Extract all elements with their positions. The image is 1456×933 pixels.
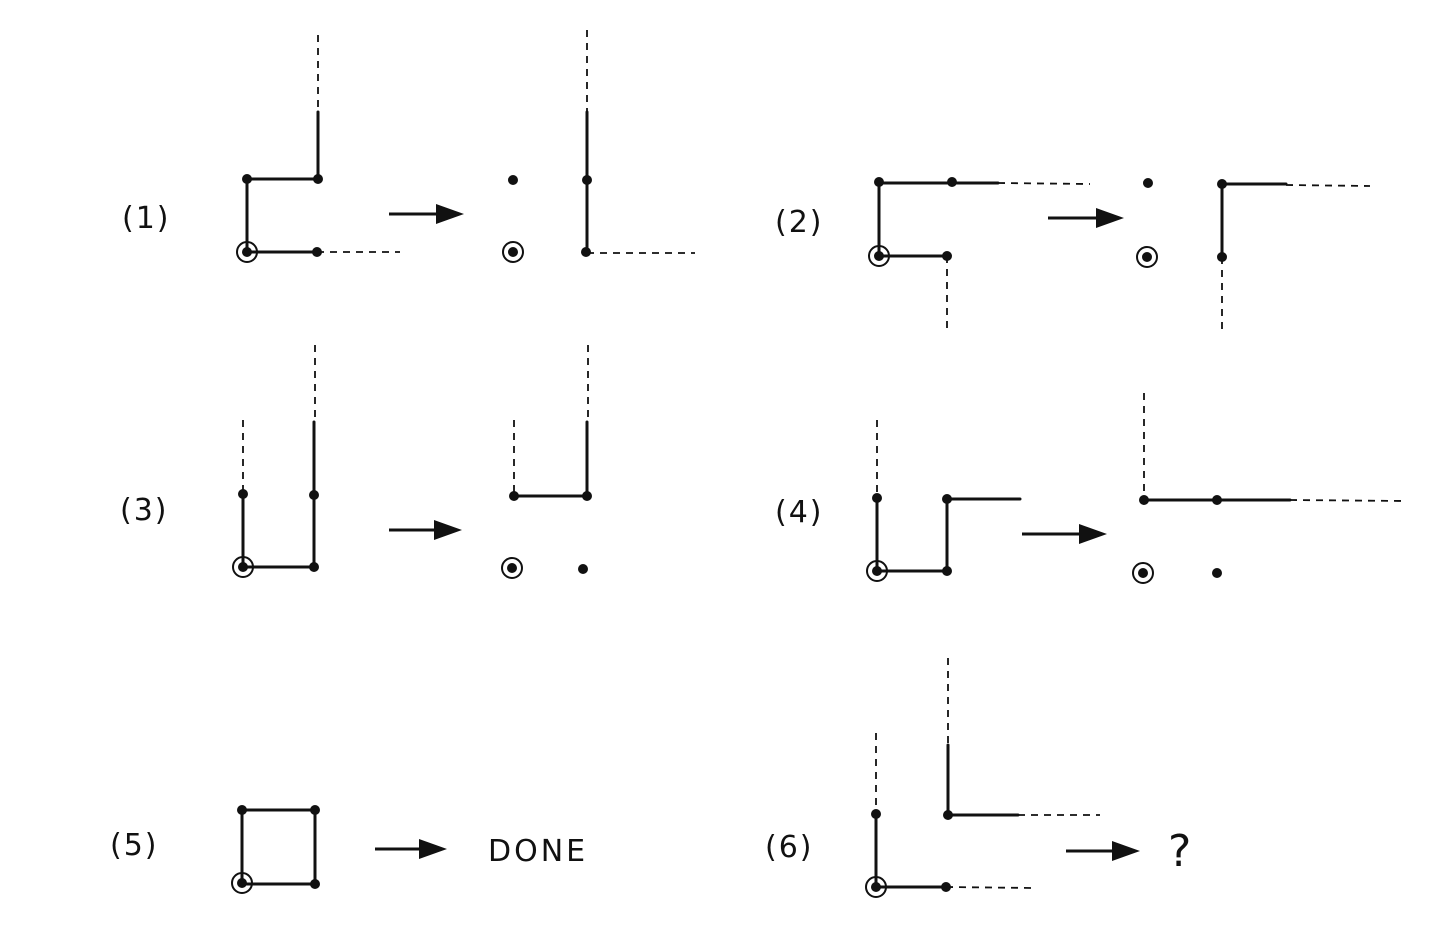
node	[312, 247, 322, 257]
node	[509, 491, 519, 501]
solid-path	[875, 496, 1022, 573]
node	[1217, 179, 1227, 189]
node	[1143, 178, 1153, 188]
node	[309, 490, 319, 500]
node	[941, 882, 951, 892]
node	[1212, 568, 1222, 578]
solid-path	[512, 420, 589, 498]
panel-3-after	[501, 345, 592, 579]
solid-path	[874, 812, 948, 889]
panel-5: (5) DONE	[110, 805, 588, 894]
origin-ring	[865, 876, 887, 898]
node	[942, 566, 952, 576]
panel-4-arrow	[1022, 524, 1107, 544]
origin-ring	[501, 557, 523, 579]
dashed-edge	[997, 182, 1091, 185]
origin-ring	[1136, 246, 1158, 268]
node	[242, 174, 252, 184]
panel-4-label: (4)	[775, 495, 824, 530]
node	[237, 805, 247, 815]
panel-6-arrow	[1066, 841, 1140, 861]
node	[1217, 252, 1227, 262]
node	[947, 177, 957, 187]
node	[310, 879, 320, 889]
dashed-edge	[1285, 184, 1371, 187]
origin-ring	[1132, 562, 1154, 584]
panel-2: (2)	[775, 177, 1371, 333]
node	[578, 564, 588, 574]
node	[1212, 495, 1222, 505]
panel-6: (6) ?	[765, 658, 1191, 898]
origin-node	[238, 562, 248, 572]
panel-1-after	[502, 30, 695, 263]
panel-1-label: (1)	[122, 201, 171, 236]
panel-6-label: (6)	[765, 830, 814, 865]
panel-2-arrow	[1048, 208, 1124, 228]
panel-3-before	[232, 345, 319, 578]
solid-path	[1220, 182, 1288, 259]
panel-4-after	[1132, 393, 1407, 584]
solid-path	[241, 420, 316, 569]
panel-2-after	[1136, 178, 1371, 333]
origin-node	[508, 247, 518, 257]
panel-2-label: (2)	[775, 205, 824, 240]
node	[942, 251, 952, 261]
origin-ring	[231, 872, 253, 894]
solid-square	[240, 808, 317, 886]
node	[871, 809, 881, 819]
panel-5-before	[231, 805, 320, 894]
panel-1: (1)	[122, 30, 695, 263]
node	[943, 810, 953, 820]
solid-path	[245, 110, 320, 254]
node	[508, 175, 518, 185]
node	[309, 562, 319, 572]
done-label: DONE	[488, 834, 588, 869]
panel-5-arrow	[375, 839, 447, 859]
origin-node	[507, 563, 517, 573]
origin-ring	[502, 241, 524, 263]
panel-4-before	[866, 420, 1022, 582]
origin-node	[1142, 252, 1152, 262]
panel-4: (4)	[775, 393, 1407, 584]
node	[872, 493, 882, 503]
panel-3-arrow	[389, 520, 462, 540]
solid-path	[946, 743, 1020, 817]
node	[582, 491, 592, 501]
panel-1-before	[236, 35, 400, 263]
panel-5-label: (5)	[110, 828, 159, 863]
origin-node	[871, 882, 881, 892]
dashed-edge	[1289, 499, 1407, 502]
origin-ring	[232, 556, 254, 578]
origin-ring	[868, 245, 890, 267]
panel-3: (3)	[120, 345, 592, 579]
node	[581, 247, 591, 257]
node	[1139, 495, 1149, 505]
origin-node	[242, 247, 252, 257]
node	[582, 175, 592, 185]
panel-3-label: (3)	[120, 493, 169, 528]
node	[238, 489, 248, 499]
node	[874, 177, 884, 187]
node	[313, 174, 323, 184]
panel-1-arrow	[389, 204, 464, 224]
origin-node	[1138, 568, 1148, 578]
question-mark: ?	[1168, 826, 1191, 877]
origin-ring	[236, 241, 258, 263]
panel-2-before	[868, 177, 1091, 330]
dashed-edge	[945, 886, 1035, 889]
origin-node	[872, 566, 882, 576]
origin-ring	[866, 560, 888, 582]
node	[942, 494, 952, 504]
panel-6-before	[865, 658, 1100, 898]
origin-node	[874, 251, 884, 261]
solid-path	[877, 181, 1000, 258]
origin-node	[237, 878, 247, 888]
node	[310, 805, 320, 815]
